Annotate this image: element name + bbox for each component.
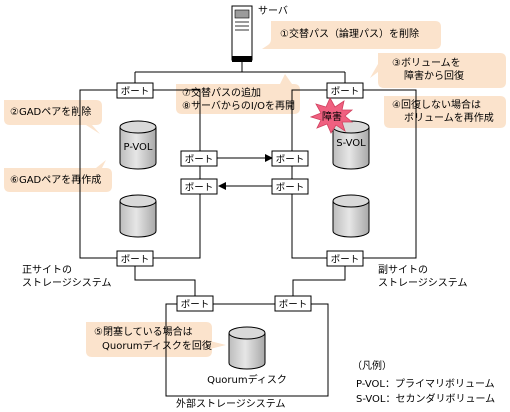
port-label: ポート <box>276 183 305 194</box>
quorum-cylinder: Quorumディスク <box>207 326 287 386</box>
callout-6-bubble <box>4 160 112 192</box>
callout-5-line1: ⑤閉塞している場合は <box>94 327 193 338</box>
port-label: ポート <box>331 87 360 98</box>
port-label: ポート <box>121 255 150 266</box>
svol-label: S-VOL <box>336 138 366 149</box>
port-secondary-link-out <box>271 178 309 195</box>
port-label: ポート <box>181 300 210 311</box>
callout-2-bubble <box>4 100 102 134</box>
quorum-label: Quorumディスク <box>207 373 287 386</box>
server-icon <box>231 5 253 62</box>
callout-8: ⑧サーバからのI/Oを再開 <box>182 101 296 112</box>
legend-pvol: P-VOL：プライマリボリューム <box>356 379 495 390</box>
connection-lines <box>79 62 417 397</box>
legend-title: （凡例） <box>352 361 392 372</box>
port-secondary-link-in <box>271 150 309 167</box>
primary-journal-cylinder <box>119 194 157 238</box>
callout-7: ⑦交替パスの追加 <box>182 88 261 99</box>
server-label: サーバ <box>258 6 288 17</box>
primary-site-label-line2: ストレージシステム <box>22 278 112 289</box>
callout-4-bubble <box>384 96 506 128</box>
external-storage-label: 外部ストレージシステム <box>176 399 286 410</box>
callout-1: ①交替パス（論理パス）を削除 <box>280 29 419 40</box>
port-secondary-external <box>326 250 364 267</box>
port-secondary-server <box>326 82 364 99</box>
callout-3-bubble <box>370 53 506 88</box>
port-label: ポート <box>331 255 360 266</box>
pvol-label: P-VOL <box>124 142 153 153</box>
callout-4-line1: ④回復しない場合は <box>392 100 481 111</box>
port-boxes <box>116 82 364 312</box>
port-label: ポート <box>185 155 214 166</box>
pvol-cylinder: P-VOL <box>119 120 157 170</box>
secondary-journal-cylinder <box>332 194 370 238</box>
port-labels: ポート ポート ポート ポート ポート ポート ポート ポート ポート ポート <box>121 87 360 311</box>
legend-svol: S-VOL：セカンダリボリューム <box>356 394 496 405</box>
port-label: ポート <box>276 155 305 166</box>
failure-label: 障害 <box>322 110 342 123</box>
callout-5-bubble <box>86 322 226 357</box>
callout-6: ⑥GADペアを再作成 <box>10 175 102 186</box>
port-primary-link-in <box>180 178 218 195</box>
port-primary-link-out <box>180 150 218 167</box>
port-external-left <box>176 295 214 312</box>
secondary-site-label-line2: ストレージシステム <box>378 278 468 289</box>
callout-2: ②GADペアを削除 <box>10 107 92 118</box>
port-label: ポート <box>121 87 150 98</box>
port-label: ポート <box>279 300 308 311</box>
svol-cylinder: S-VOL <box>332 120 370 170</box>
callout-5-line2: Quorumディスクを回復 <box>102 341 212 352</box>
failure-burst-icon: 障害 <box>309 97 354 134</box>
port-label: ポート <box>185 183 214 194</box>
port-external-right <box>274 295 312 312</box>
callout-3-line1: ③ボリュームを <box>392 58 461 69</box>
callout-7-8-bubble <box>176 74 300 114</box>
callout-4-line2: ボリュームを再作成 <box>404 113 494 124</box>
secondary-site-label-line1: 副サイトの <box>378 265 428 276</box>
primary-site-label-line1: 正サイトの <box>22 265 72 276</box>
port-primary-server <box>116 82 154 99</box>
callout-1-bubble <box>262 21 441 49</box>
callout-3-line2: 障害から回復 <box>404 71 464 82</box>
port-primary-external <box>116 250 154 267</box>
